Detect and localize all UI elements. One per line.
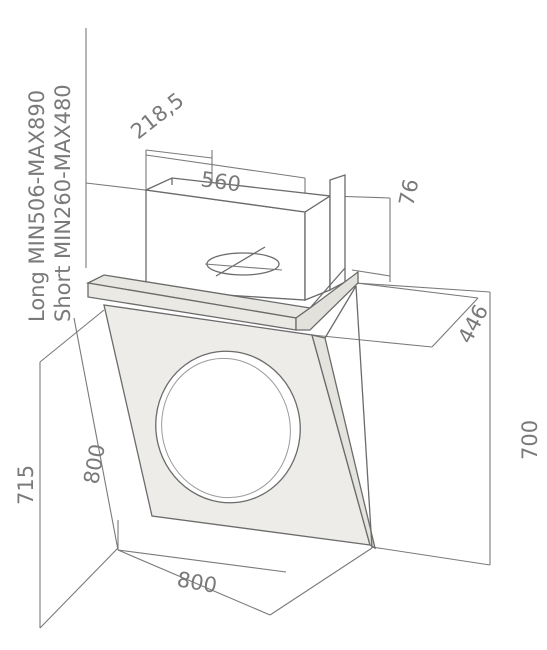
chimney-top-extension-line	[85, 182, 146, 191]
total-height-label: 700	[518, 420, 542, 460]
bracket-height-label: 76	[394, 177, 423, 208]
panel-width-extension-left	[117, 549, 287, 573]
panel-width-dimension-line	[117, 549, 271, 616]
canopy-depth-dimension-line	[431, 297, 479, 348]
chimney-side-face	[304, 194, 331, 301]
duct-axis-line	[204, 263, 283, 271]
duct-cross-line	[215, 246, 266, 277]
height-long-label: Long MIN506-MAX890	[25, 90, 49, 322]
canopy-depth-extension-top	[355, 282, 479, 299]
side-height-extension-top	[39, 309, 105, 363]
panel-height-label: 800	[79, 442, 110, 486]
glass-panel-side-edge	[355, 285, 373, 549]
glass-panel-edge	[311, 334, 376, 550]
total-height-extension-top	[355, 282, 491, 293]
bracket-strip	[329, 174, 346, 292]
chimney-width-label: 560	[199, 167, 242, 196]
panel-width-extension-right	[269, 547, 373, 616]
chimney	[143, 174, 346, 301]
chimney-width-dimension-line	[145, 154, 306, 179]
canopy-depth-extension-bottom	[311, 334, 433, 348]
side-height-label: 715	[14, 465, 38, 505]
total-height-extension-bottom	[371, 546, 491, 566]
chimney-depth-dimension-line	[145, 149, 213, 159]
canopy-bar-back-edge	[309, 267, 346, 309]
canopy-depth-label: 446	[453, 301, 493, 348]
side-height-extension-bottom	[39, 547, 119, 629]
height-short-label: Short MIN260-MAX480	[51, 84, 75, 322]
dimension-lines	[39, 28, 491, 629]
glass-panel	[103, 285, 376, 550]
chimney-depth-label: 218,5	[126, 88, 188, 144]
suction-circle-inner	[161, 357, 291, 499]
panel-width-label: 800	[175, 567, 219, 598]
panel-height-dimension-line	[73, 317, 119, 551]
glass-panel-top-edge	[324, 285, 357, 339]
canopy-bar	[85, 267, 359, 331]
